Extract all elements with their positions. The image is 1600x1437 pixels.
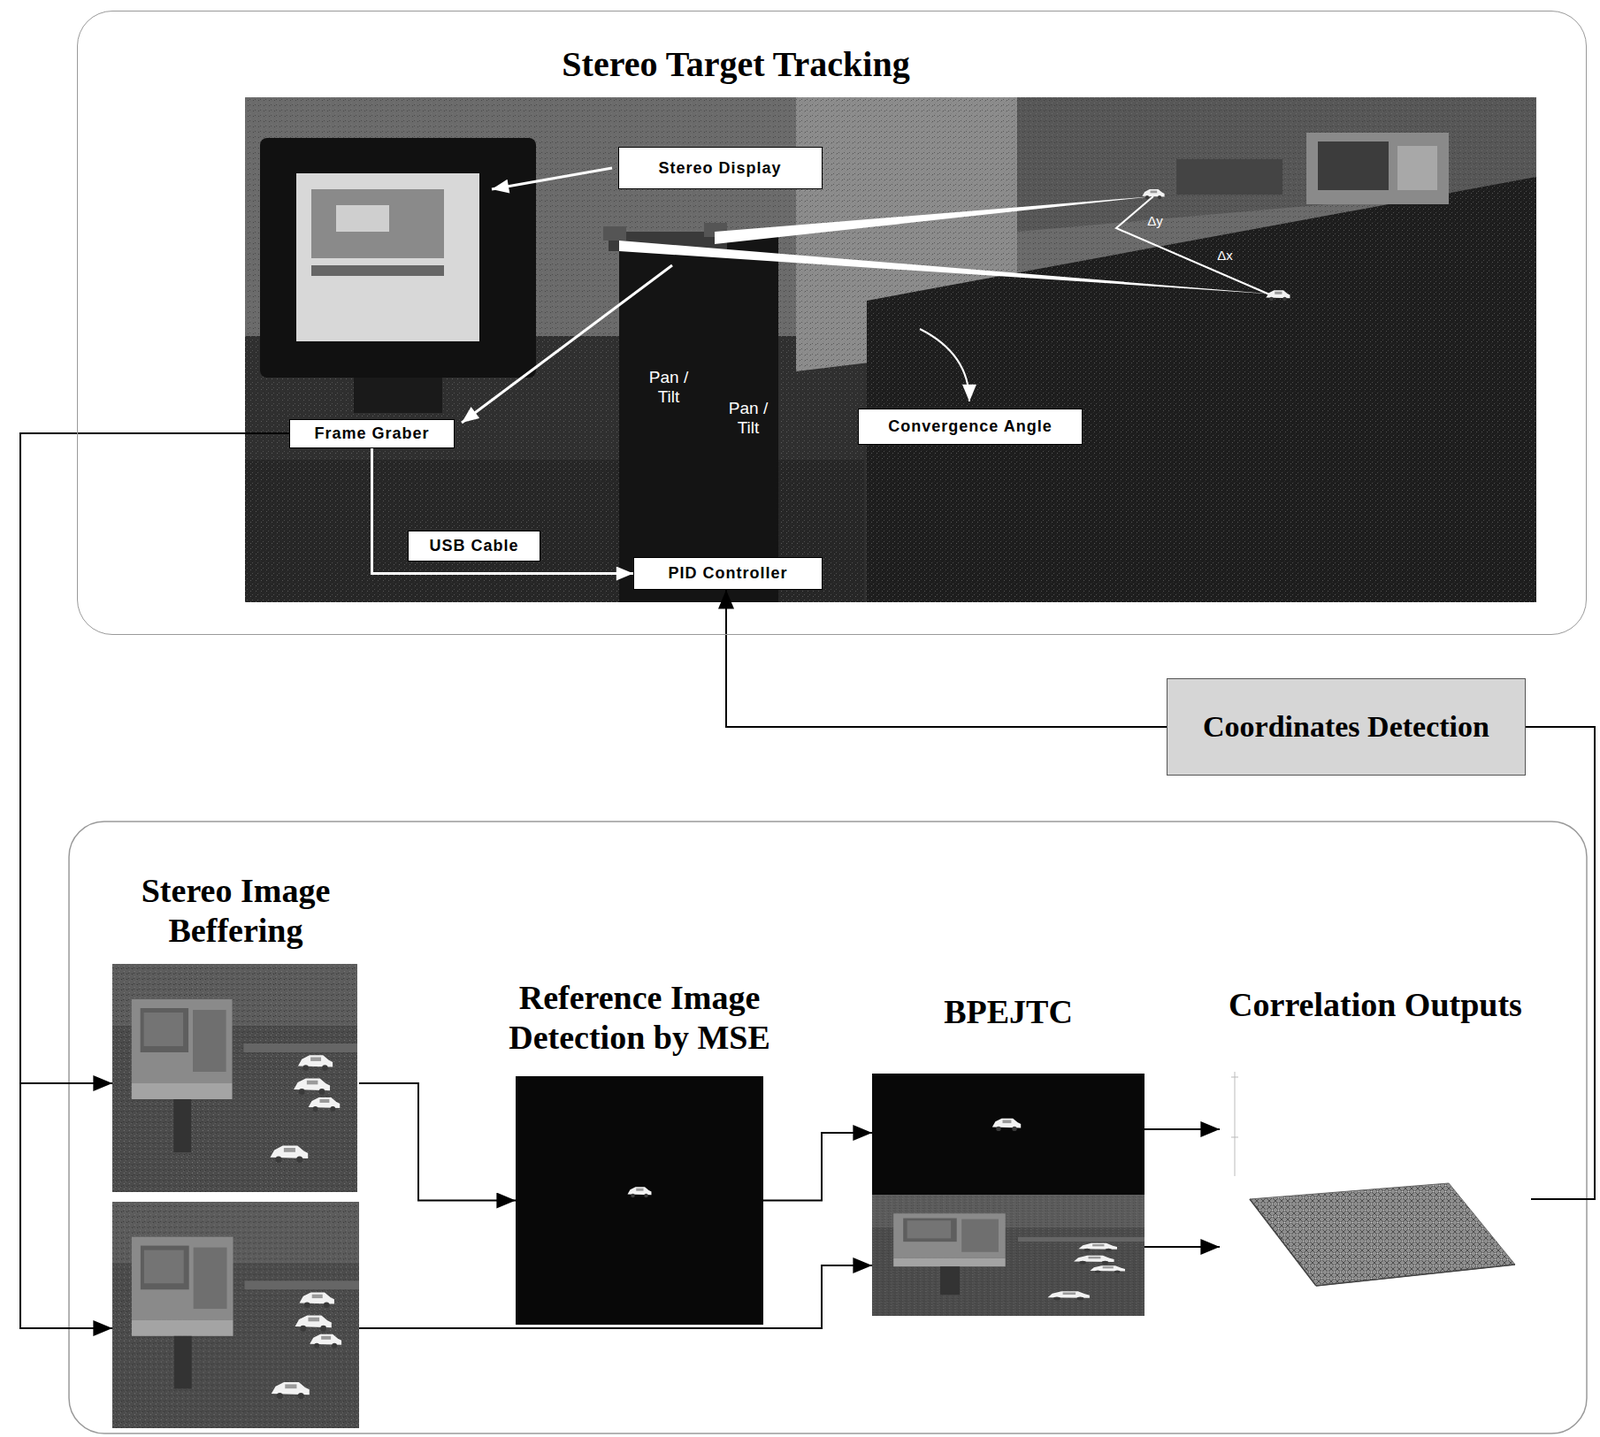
connector-line [1144,1246,1220,1248]
connector-line [359,1265,873,1329]
connector [1144,1129,1220,1131]
callout-tag: Stereo Display [618,146,823,190]
node-text: Frame Graber [313,424,429,444]
callout-tag: Convergence Angle [857,408,1083,445]
connector-line [763,1133,873,1202]
part-label: Pan / Tilt [720,398,776,438]
image-block: BPEJTC [872,1073,1145,1317]
image-frames [112,964,1145,1429]
connector [763,1133,873,1202]
lower-panel [68,821,1587,1434]
image-block: Reference Image Detection by MSE [515,1076,764,1325]
connector [1525,727,1595,1200]
node-text: Stereo Target Tracking [561,43,910,85]
node-text: Reference Image Detection by MSE [487,978,793,1059]
connector-label: USB Cable [407,530,541,562]
lab-photo [244,97,1537,603]
connector [726,589,1167,728]
image-block: Stereo Image Beffering [112,964,360,1429]
connector [359,1265,873,1329]
process-box: Coordinates Detection [1166,678,1526,776]
connector-line [20,433,290,1084]
connector-line [1144,1128,1220,1131]
correlation-plot [1231,1071,1516,1287]
node-text: Convergence Angle [888,417,1052,437]
connector [372,448,635,575]
part-label: Pan / Tilt [641,367,697,407]
dimension-label: Δy [1147,213,1164,229]
connector [1144,1247,1220,1248]
image-block: Correlation Outputs [1219,1066,1532,1317]
connector-line [359,1083,516,1202]
connector-line [372,448,635,575]
connector [359,1083,516,1202]
node-text: Stereo Image Beffering [103,871,369,952]
dimension-label: Δx [1217,247,1233,263]
node-text: PID Controller [667,564,788,583]
callout-tag: Frame Graber [289,419,455,449]
node-text: Coordinates Detection [1202,710,1490,744]
node-text: Correlation Outputs [1228,985,1523,1026]
panel-frame: Stereo Target TrackingStereo DisplayFram… [76,10,1587,636]
node-text: BPEJTC [943,992,1073,1034]
leader-lines [461,168,970,423]
connector-line [726,589,1167,728]
callout-tag: PID Controller [633,557,823,590]
connector-line [1525,727,1595,1200]
node-text: Stereo Display [658,159,781,178]
